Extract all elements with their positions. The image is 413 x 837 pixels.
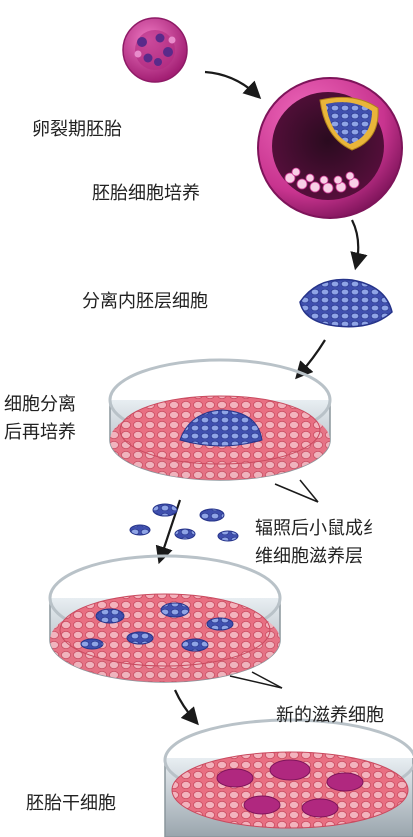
icm-illustration	[300, 279, 392, 326]
label-separate-reculture-1: 细胞分离	[4, 392, 76, 418]
label-separate-reculture-2: 后再培养	[4, 420, 76, 446]
blastocyst-illustration	[258, 78, 402, 218]
morula-illustration	[123, 18, 187, 82]
arrow-morula-to-blastocyst	[205, 72, 258, 96]
arrow-dish2-to-dish3	[175, 690, 196, 722]
label-blastocyst-culture: 胚胎细胞培养	[92, 182, 200, 206]
label-morula: 卵裂期胚胎	[32, 118, 122, 142]
pointer-new-feeder-1	[252, 672, 282, 688]
label-feeder-2: 维细胞滋养层	[255, 544, 363, 570]
label-es-cells: 胚胎干细胞	[26, 792, 116, 816]
culture-dish-2	[50, 556, 280, 682]
label-isolate-icm: 分离内胚层细胞	[82, 290, 208, 314]
pointer-new-feeder-2	[230, 676, 282, 688]
culture-dish-3	[165, 720, 413, 837]
arrow-icm-to-dish1	[298, 340, 325, 376]
arrow-blastocyst-to-icm	[352, 220, 358, 266]
culture-dish-1	[110, 360, 330, 480]
split-cell-clusters	[130, 504, 238, 541]
label-new-feeder: 新的滋养细胞	[276, 704, 384, 728]
label-feeder-1: 辐照后小鼠成纟	[255, 516, 381, 542]
